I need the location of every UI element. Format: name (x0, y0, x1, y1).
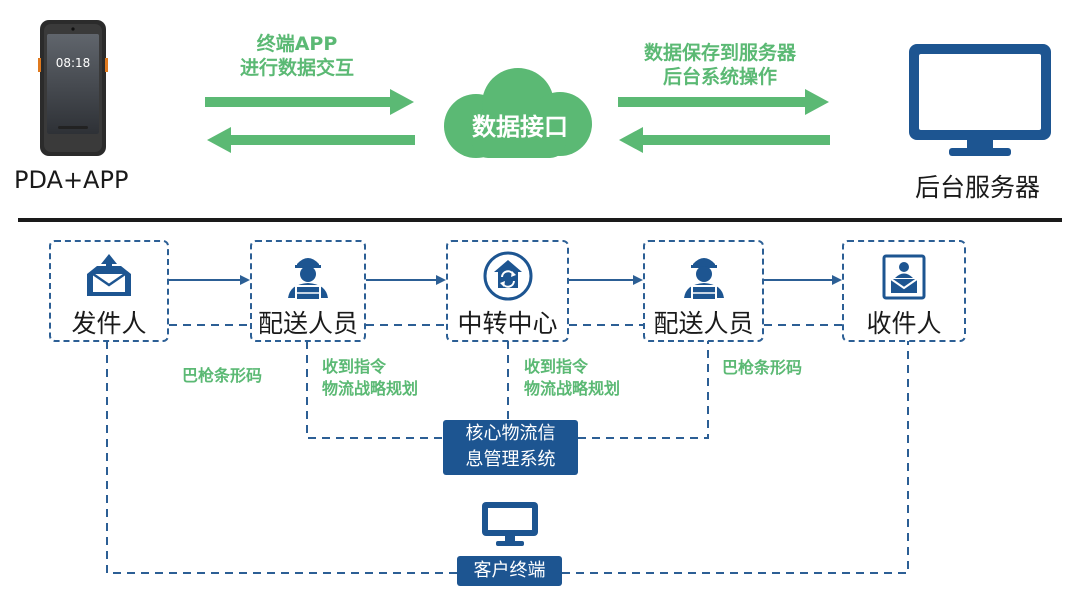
pda-device-icon: 08:18 (38, 18, 108, 158)
node-courier-2: 配送人员 (643, 240, 764, 342)
core-system-box: 核心物流信 息管理系统 (443, 420, 578, 475)
client-terminal-box: 客户终端 (457, 556, 562, 586)
node-courier-1: 配送人员 (250, 240, 366, 342)
annotation-scan-right: 巴枪条形码 (722, 358, 803, 377)
node-transfer-center: 中转中心 (446, 240, 569, 342)
core-system-line1: 核心物流信 (465, 423, 556, 444)
client-monitor-icon (479, 500, 541, 548)
outbox-tray-icon (83, 252, 135, 300)
left-flow-text-line2: 进行数据交互 (239, 57, 354, 79)
annotation-order-1: 收到指令 物流战略规划 (322, 356, 418, 400)
annotation-order-1-line2: 物流战略规划 (322, 379, 419, 398)
annotation-order-2: 收到指令 物流战略规划 (524, 356, 620, 400)
server-monitor-icon (905, 42, 1055, 160)
section-divider (18, 218, 1062, 222)
right-flow-text: 数据保存到服务器 后台系统操作 (620, 41, 820, 89)
cloud-icon (436, 64, 604, 164)
device-time: 08:18 (55, 56, 91, 70)
right-left-arrow (619, 127, 830, 153)
left-right-arrow (205, 89, 414, 115)
left-flow-text-line1: 终端APP (256, 33, 338, 55)
right-right-arrow (618, 89, 829, 115)
annotation-scan-left: 巴枪条形码 (182, 366, 263, 385)
recipient-mail-icon (882, 254, 926, 300)
device-label: PDA+APP (14, 166, 129, 194)
annotation-order-2-line1: 收到指令 (524, 357, 589, 376)
node-label-transfer-center: 中转中心 (457, 309, 558, 338)
left-left-arrow (207, 127, 415, 153)
node-label-courier-1: 配送人员 (257, 309, 358, 338)
courier-icon (282, 252, 334, 302)
node-sender: 发件人 (49, 240, 169, 342)
courier-icon (678, 252, 730, 302)
node-recipient: 收件人 (842, 240, 966, 342)
node-label-sender: 发件人 (71, 309, 147, 338)
left-flow-text: 终端APP 进行数据交互 (222, 32, 372, 80)
node-label-recipient: 收件人 (866, 309, 942, 338)
right-flow-text-line2: 后台系统操作 (662, 66, 777, 88)
core-system-line2: 息管理系统 (465, 449, 556, 470)
annotation-order-1-line1: 收到指令 (322, 357, 387, 376)
transfer-house-icon (482, 250, 534, 302)
cloud-label: 数据接口 (472, 113, 568, 141)
server-label: 后台服务器 (915, 173, 1041, 202)
right-flow-text-line1: 数据保存到服务器 (643, 42, 796, 64)
annotation-order-2-line2: 物流战略规划 (524, 379, 621, 398)
node-label-courier-2: 配送人员 (653, 309, 754, 338)
